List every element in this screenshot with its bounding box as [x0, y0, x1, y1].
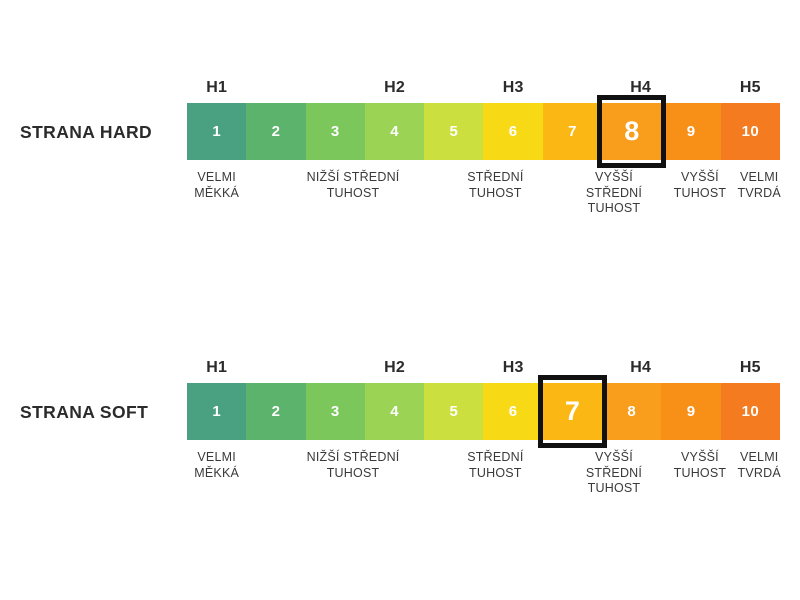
group-label-h1-soft: H1 [206, 359, 228, 376]
descriptor-6-hard: VELMI TVRDÁ [737, 170, 781, 200]
hardness-cell-10-soft[interactable]: 10 [720, 383, 780, 440]
cell-number-8-hard: 8 [624, 116, 640, 146]
hardness-cell-9-soft[interactable]: 9 [661, 383, 721, 440]
cell-number-8-soft: 8 [627, 403, 637, 420]
group-label-h2-soft: H2 [384, 359, 405, 376]
hardness-cell-7-hard[interactable]: 7 [542, 103, 603, 160]
descriptor-2-soft: NIŽŠÍ STŘEDNÍ TUHOST [306, 450, 400, 480]
hardness-cell-2-hard[interactable]: 2 [246, 103, 306, 160]
descriptor-4-hard: VYŠŠÍ STŘEDNÍ TUHOST [585, 170, 643, 215]
cell-number-2-hard: 2 [271, 123, 281, 140]
hardness-bar-soft: 1 2 3 4 5 6 7 8 9 10 [187, 375, 780, 448]
cell-number-9-hard: 9 [686, 123, 696, 140]
descriptor-1-hard: VELMI MĚKKÁ [194, 170, 240, 200]
hardness-cell-6-soft[interactable]: 6 [483, 383, 543, 440]
hardness-cell-5-hard[interactable]: 5 [424, 103, 484, 160]
descriptor-6-soft: VELMI TVRDÁ [737, 450, 781, 480]
group-label-h5-hard: H5 [739, 79, 761, 96]
hardness-bar-hard: 1 2 3 4 5 6 7 8 9 10 [187, 95, 780, 168]
cell-number-5-soft: 5 [449, 403, 459, 420]
group-label-h5-soft: H5 [739, 359, 761, 376]
scale-area-soft: H1 H2 H3 H4 H5 1 2 3 4 5 6 7 8 9 10 VELMI MĚKKÁ NIŽŠÍ … [187, 359, 781, 500]
hardness-cell-4-soft[interactable]: 4 [364, 383, 425, 440]
group-label-h4-hard: H4 [630, 79, 652, 96]
group-label-h1-hard: H1 [206, 79, 228, 96]
cell-number-10-soft: 10 [741, 403, 759, 420]
selected-hardness-cell-8-hard[interactable]: 8 [597, 95, 667, 168]
descriptor-3-soft: STŘEDNÍ TUHOST [467, 450, 524, 480]
descriptor-labels-hard: VELMI MĚKKÁ NIŽŠÍ STŘEDNÍ TUHOST STŘEDNÍ T… [187, 160, 780, 220]
cell-number-10-hard: 10 [741, 123, 759, 140]
hardness-cell-1-soft[interactable]: 1 [187, 383, 247, 440]
group-labels-soft: H1 H2 H3 H4 H5 [187, 359, 780, 383]
cell-number-1-soft: 1 [212, 403, 221, 420]
cell-number-3-hard: 3 [330, 123, 340, 140]
hardness-cell-1-hard[interactable]: 1 [187, 103, 247, 160]
hardness-cell-9-hard[interactable]: 9 [661, 103, 721, 160]
scale-area-hard: H1 H2 H3 H4 H5 1 2 3 4 5 6 7 8 9 10 VELMI MĚKKÁ NIŽŠÍ … [187, 79, 781, 220]
hardness-cell-3-soft[interactable]: 3 [305, 383, 365, 440]
group-label-h3-hard: H3 [502, 79, 524, 96]
cell-number-2-soft: 2 [271, 403, 281, 420]
cell-number-6-soft: 6 [508, 403, 518, 420]
descriptor-2-hard: NIŽŠÍ STŘEDNÍ TUHOST [306, 170, 400, 200]
cell-number-9-soft: 9 [686, 403, 696, 420]
hardness-cell-2-soft[interactable]: 2 [246, 383, 306, 440]
cell-number-7-hard: 7 [568, 123, 577, 140]
row-label-hard: STRANA HARD [20, 122, 153, 142]
group-label-h4-soft: H4 [630, 359, 652, 376]
cell-number-4-soft: 4 [390, 403, 399, 420]
descriptor-3-hard: STŘEDNÍ TUHOST [467, 170, 524, 200]
cell-number-7-soft: 7 [564, 396, 580, 426]
descriptor-1-soft: VELMI MĚKKÁ [194, 450, 240, 480]
descriptor-4-soft: VYŠŠÍ STŘEDNÍ TUHOST [585, 450, 643, 495]
group-label-h2-hard: H2 [384, 79, 405, 96]
descriptor-labels-soft: VELMI MĚKKÁ NIŽŠÍ STŘEDNÍ TUHOST STŘEDNÍ T… [187, 440, 780, 500]
hardness-cell-4-hard[interactable]: 4 [364, 103, 425, 160]
hardness-cell-3-hard[interactable]: 3 [305, 103, 365, 160]
cell-number-5-hard: 5 [449, 123, 459, 140]
descriptor-5-hard: VYŠŠÍ TUHOST [673, 170, 727, 200]
cell-number-6-hard: 6 [508, 123, 518, 140]
hardness-cell-5-soft[interactable]: 5 [424, 383, 484, 440]
row-label-soft: STRANA SOFT [20, 402, 149, 422]
hardness-cell-8-soft[interactable]: 8 [602, 383, 662, 440]
hardness-cell-10-hard[interactable]: 10 [720, 103, 780, 160]
selected-hardness-cell-7-soft[interactable]: 7 [537, 375, 608, 448]
descriptor-5-soft: VYŠŠÍ TUHOST [673, 450, 727, 480]
cell-number-1-hard: 1 [212, 123, 221, 140]
hardness-cell-6-hard[interactable]: 6 [483, 103, 543, 160]
cell-number-4-hard: 4 [390, 123, 399, 140]
cell-number-3-soft: 3 [330, 403, 340, 420]
group-labels-hard: H1 H2 H3 H4 H5 [187, 79, 780, 103]
group-label-h3-soft: H3 [502, 359, 524, 376]
